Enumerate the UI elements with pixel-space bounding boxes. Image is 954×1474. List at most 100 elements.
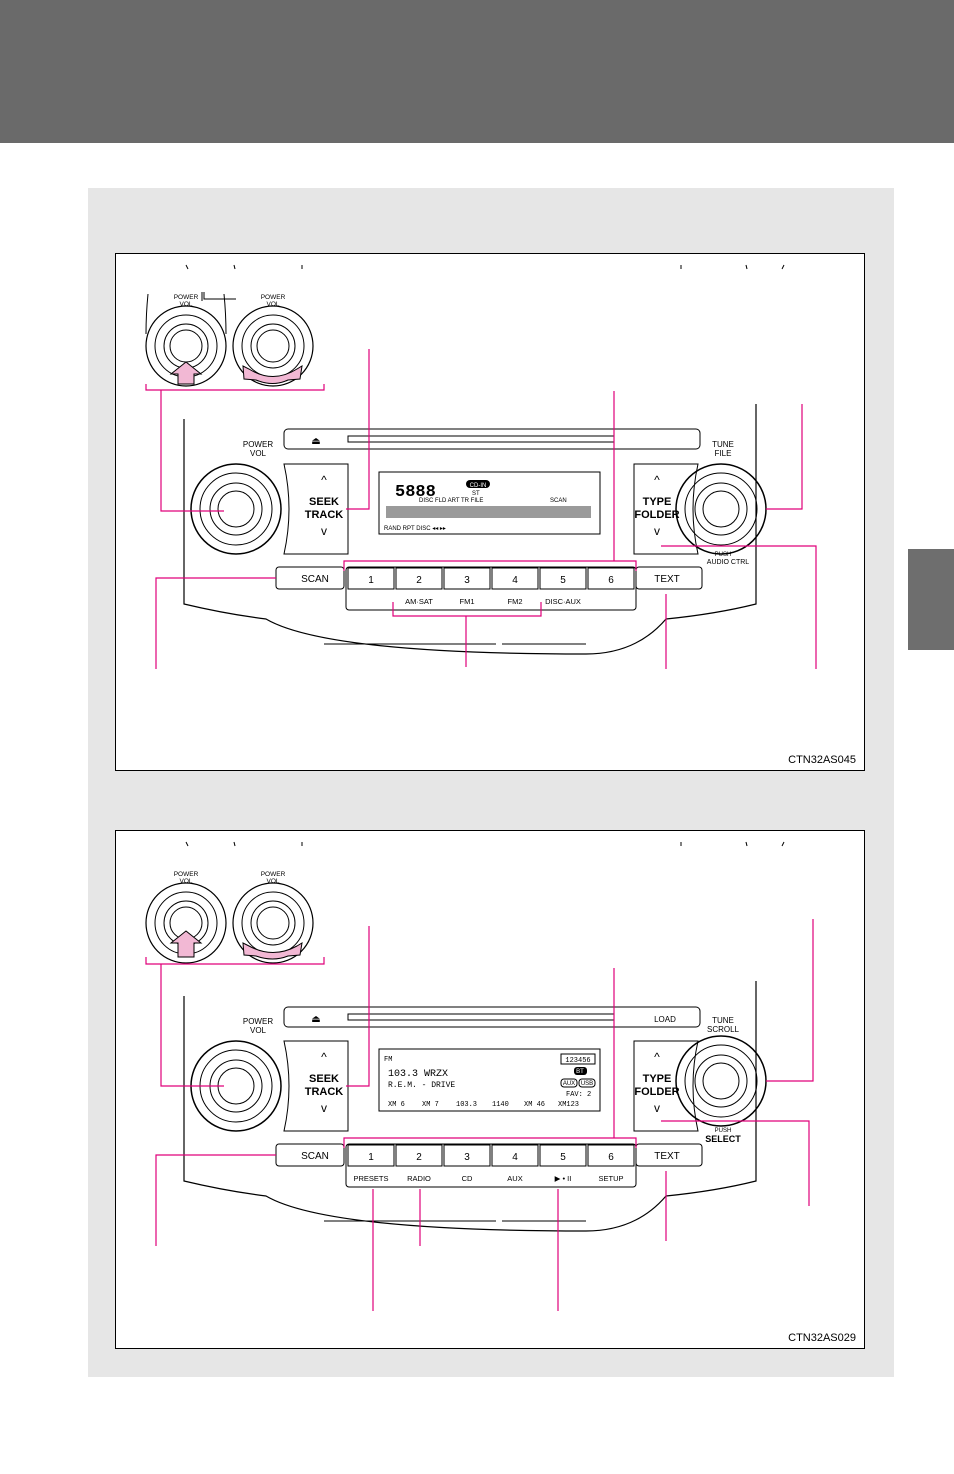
text-button[interactable]: TEXT	[654, 1151, 680, 1162]
svg-text:VOL: VOL	[179, 878, 192, 885]
aux-badge: AUX	[563, 1081, 575, 1087]
bt-badge: BT	[576, 1069, 584, 1075]
seek-label[interactable]: SEEK	[309, 496, 339, 508]
svg-text:^[interactable]: ^	[654, 473, 660, 487]
type-label[interactable]: TYPE	[643, 496, 672, 508]
preset-label-1[interactable]: 1	[368, 575, 374, 586]
preset-label-2[interactable]: 2	[416, 575, 422, 586]
rotate-arrow-icon	[242, 365, 303, 384]
preset-sublabel: FM2	[508, 597, 523, 606]
preset-label-3[interactable]: 3	[464, 1152, 470, 1163]
svg-text:VOL: VOL	[266, 301, 279, 308]
preset-button-4[interactable]	[491, 1144, 539, 1167]
preset-sublabel: CD	[462, 1174, 473, 1183]
svg-text:v[interactable]: v	[654, 1101, 660, 1115]
preset-label-5[interactable]: 5	[560, 1152, 566, 1163]
header-bar	[0, 0, 954, 143]
seek-up-icon[interactable]: ^	[321, 473, 327, 487]
preset-button-3[interactable]	[443, 567, 491, 590]
preset-label-6[interactable]: 6	[608, 1152, 614, 1163]
svg-text:v[interactable]: v	[654, 524, 660, 538]
text-button[interactable]: TEXT	[654, 574, 680, 585]
preset-sublabel: AUX	[507, 1174, 522, 1183]
load-button[interactable]: LOAD	[654, 1015, 676, 1024]
display-station: 103.3 WRZX	[388, 1069, 448, 1080]
preset-sublabel: DISC·AUX	[545, 597, 581, 606]
preset-button-6[interactable]	[587, 567, 635, 590]
eject-icon[interactable]: ⏏	[311, 436, 320, 447]
display-preset-item: 103.3	[456, 1101, 477, 1109]
power-vol-label: POWER	[243, 440, 273, 449]
preset-sublabel: AM·SAT	[405, 597, 433, 606]
figure-2: POWER VOL POWER VOL ⏏ LOAD POWER VOL ^ S…	[115, 830, 865, 1349]
display-bottom-row: RAND RPT DISC ◂◂ ▸▸	[384, 526, 446, 532]
preset-button-2[interactable]	[395, 1144, 443, 1167]
display-preset-item: XM123	[558, 1101, 579, 1109]
status-icons: 123456	[565, 1057, 590, 1065]
preset-label-4[interactable]: 4	[512, 1152, 518, 1163]
preset-label-3[interactable]: 3	[464, 575, 470, 586]
usb-badge: USB	[581, 1081, 593, 1087]
svg-text:SCAN: SCAN	[550, 498, 567, 504]
push-arrow-icon	[169, 930, 203, 958]
display-fav: FAV: 2	[566, 1091, 591, 1099]
preset-label-4[interactable]: 4	[512, 575, 518, 586]
svg-text:TRACK[interactable]: TRACK	[305, 509, 344, 521]
svg-text:ST: ST	[472, 491, 480, 497]
svg-text:FOLDER[interactable]: FOLDER	[634, 1086, 679, 1098]
inset-power-knob-push	[145, 293, 227, 387]
preset-button-1[interactable]	[347, 567, 395, 590]
svg-text:PUSH: PUSH	[715, 1128, 732, 1134]
preset-label-2[interactable]: 2	[416, 1152, 422, 1163]
svg-text:v[interactable]: v	[321, 1101, 327, 1115]
preset-sublabel: PRESETS	[353, 1174, 388, 1183]
tune-file-knob[interactable]	[675, 463, 767, 555]
tune-file-label: TUNE	[712, 440, 734, 449]
display-dot-matrix	[386, 506, 591, 518]
svg-text:AUDIO CTRL: AUDIO CTRL	[707, 559, 750, 566]
svg-text:TUNE: TUNE	[712, 1016, 734, 1025]
preset-sublabel: ▶ • II	[555, 1174, 572, 1183]
preset-label-1[interactable]: 1	[368, 1152, 374, 1163]
eject-icon[interactable]: ⏏	[311, 1014, 320, 1025]
figure-1-drawing: POWER VOL POWER VOL ⏏ POWER VOL ^ SEEK T…	[145, 264, 817, 669]
preset-button-5[interactable]	[539, 1144, 587, 1167]
svg-text:^[interactable]: ^	[321, 1050, 327, 1064]
svg-text:POWER: POWER	[174, 871, 199, 878]
svg-text:POWER: POWER	[243, 1017, 273, 1026]
display-number: 5888	[395, 483, 436, 502]
section-tab	[908, 549, 954, 650]
type-label[interactable]: TYPE	[643, 1073, 672, 1085]
tune-scroll-knob[interactable]	[675, 1035, 767, 1127]
scan-button[interactable]: SCAN	[301, 574, 329, 585]
preset-button-4[interactable]	[491, 567, 539, 590]
svg-text:POWER: POWER	[261, 294, 286, 301]
svg-text:VOL: VOL	[266, 878, 279, 885]
svg-text:VOL: VOL	[250, 449, 267, 458]
power-vol-knob[interactable]	[190, 463, 282, 555]
preset-button-3[interactable]	[443, 1144, 491, 1167]
inset1-label: POWER	[174, 294, 199, 301]
svg-text:SCROLL: SCROLL	[707, 1025, 740, 1034]
display-band: FM	[384, 1056, 392, 1064]
preset-button-5[interactable]	[539, 567, 587, 590]
preset-label-6[interactable]: 6	[608, 575, 614, 586]
seek-down-icon[interactable]: v	[321, 524, 327, 538]
preset-button-2[interactable]	[395, 567, 443, 590]
display-info-row: DISC FLD ART TR FILE	[419, 498, 483, 504]
figure-code: CTN32AS029	[788, 1332, 856, 1344]
display-preset-item: XM 6	[388, 1101, 405, 1109]
scan-button[interactable]: SCAN	[301, 1151, 329, 1162]
preset-label-5[interactable]: 5	[560, 575, 566, 586]
preset-sublabel: RADIO	[407, 1174, 431, 1183]
svg-text:TRACK[interactable]: TRACK	[305, 1086, 344, 1098]
display-song: R.E.M. - DRIVE	[388, 1081, 455, 1090]
preset-button-1[interactable]	[347, 1144, 395, 1167]
seek-label[interactable]: SEEK	[309, 1073, 339, 1085]
svg-text:SELECT: SELECT	[705, 1134, 741, 1144]
preset-button-6[interactable]	[587, 1144, 635, 1167]
svg-text:^[interactable]: ^	[654, 1050, 660, 1064]
cd-in-badge: CD-IN	[470, 483, 487, 489]
svg-text:PUSH: PUSH	[715, 552, 732, 558]
svg-text:FOLDER[interactable]: FOLDER	[634, 509, 679, 521]
